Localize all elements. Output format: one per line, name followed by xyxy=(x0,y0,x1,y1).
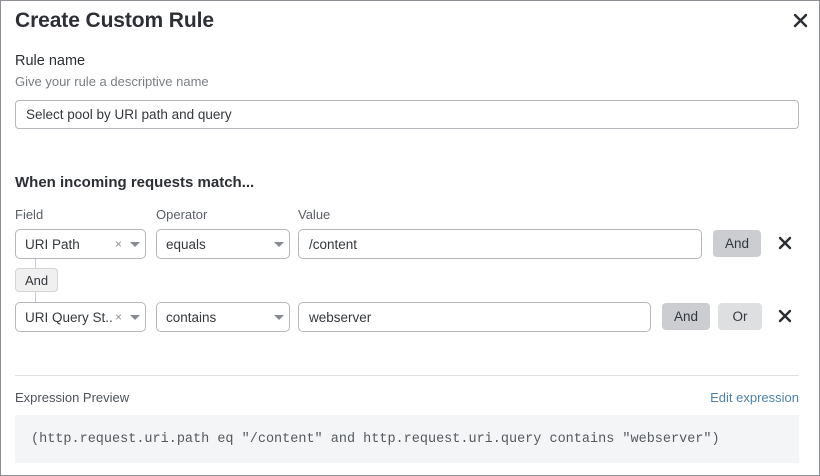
column-label-field: Field xyxy=(15,207,44,222)
chevron-down-icon[interactable] xyxy=(269,241,289,247)
remove-row-icon[interactable] xyxy=(772,229,798,257)
operator-select-row-1[interactable]: equals xyxy=(156,229,290,259)
rule-name-help-text: Give your rule a descriptive name xyxy=(15,74,209,89)
operator-select-value-row-1: equals xyxy=(166,236,206,252)
expression-preview-label: Expression Preview xyxy=(15,390,130,405)
value-input-row-2[interactable] xyxy=(298,302,651,332)
section-divider xyxy=(15,375,799,376)
rule-name-section: Rule name Give your rule a descriptive n… xyxy=(15,51,799,129)
logic-and-button-row-2[interactable]: And xyxy=(662,303,711,330)
remove-row-icon[interactable] xyxy=(772,302,798,330)
operator-select-value-row-2: contains xyxy=(166,309,217,325)
operator-select-row-2[interactable]: contains xyxy=(156,302,290,332)
expression-preview-code: (http.request.uri.path eq "/content" and… xyxy=(15,415,799,463)
field-select-value-row-1: URI Path xyxy=(25,236,80,252)
page-title: Create Custom Rule xyxy=(15,9,214,32)
field-select-value-row-2: URI Query St... xyxy=(25,309,114,325)
condition-column-labels: Field Operator Value xyxy=(1,207,819,225)
condition-row: URI Query St... × contains And Or xyxy=(1,302,819,332)
dialog-header: Create Custom Rule xyxy=(1,1,819,45)
match-section-heading: When incoming requests match... xyxy=(15,174,255,191)
rule-name-input[interactable] xyxy=(15,100,799,129)
chevron-down-icon[interactable] xyxy=(125,314,145,320)
connector-and-chip[interactable]: And xyxy=(15,268,59,292)
column-label-value: Value xyxy=(298,207,331,222)
rule-name-label: Rule name xyxy=(15,53,86,69)
chevron-down-icon[interactable] xyxy=(269,314,289,320)
logic-or-button-row-2[interactable]: Or xyxy=(718,303,762,330)
chevron-down-icon[interactable] xyxy=(125,241,145,247)
clear-icon[interactable]: × xyxy=(114,310,122,324)
expression-preview-header: Expression Preview Edit expression xyxy=(15,390,799,408)
row-connector: And xyxy=(1,259,201,305)
field-select-row-2[interactable]: URI Query St... × xyxy=(15,302,146,332)
value-input-row-1[interactable] xyxy=(298,229,702,259)
condition-row: URI Path × equals And xyxy=(1,229,819,259)
logic-and-button-row-1[interactable]: And xyxy=(713,230,762,257)
clear-icon[interactable]: × xyxy=(114,237,122,251)
field-select-row-1[interactable]: URI Path × xyxy=(15,229,146,259)
column-label-operator: Operator xyxy=(156,207,208,222)
edit-expression-link[interactable]: Edit expression xyxy=(710,390,799,405)
close-icon[interactable] xyxy=(787,7,813,33)
